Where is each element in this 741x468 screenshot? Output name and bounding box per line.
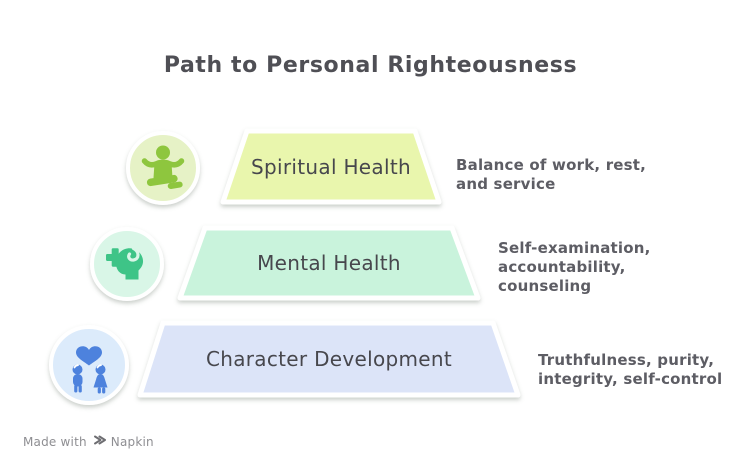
- made-with-label: Made with: [23, 434, 87, 449]
- head-plus-icon: [106, 246, 144, 280]
- made-with-napkin-link[interactable]: Made with Napkin: [23, 433, 154, 450]
- annotation-line: integrity, self-control: [538, 370, 723, 388]
- meditation-icon: [141, 145, 185, 189]
- pyramid-level-1-shape: [220, 128, 442, 205]
- pyramid-level-3-shape: [137, 320, 521, 398]
- annotation-line: and service: [456, 175, 556, 193]
- annotation-line: accountability,: [498, 258, 626, 276]
- annotation-line: Self-examination,: [498, 239, 651, 257]
- level-label-mental-health: Mental Health: [257, 251, 401, 275]
- level-label-spiritual-health: Spiritual Health: [251, 154, 411, 179]
- annotation-line: Truthfulness, purity,: [538, 351, 715, 369]
- annotation-line: Balance of work, rest,: [456, 156, 647, 174]
- annotation-mental-health: Self-examination, accountability, counse…: [498, 239, 651, 296]
- level-label-character-development: Character Development: [205, 347, 453, 371]
- napkin-brand-label: Napkin: [110, 434, 154, 449]
- annotation-line: counseling: [498, 277, 592, 295]
- pyramid-level-2-shape: [177, 225, 481, 301]
- diagram-title: Path to Personal Righteousness: [163, 53, 578, 78]
- annotation-character-development: Truthfulness, purity, integrity, self-co…: [538, 351, 722, 389]
- people-heart-icon: [72, 346, 108, 394]
- annotation-spiritual-health: Balance of work, rest, and service: [456, 156, 646, 194]
- napkin-logo-icon: [92, 433, 106, 450]
